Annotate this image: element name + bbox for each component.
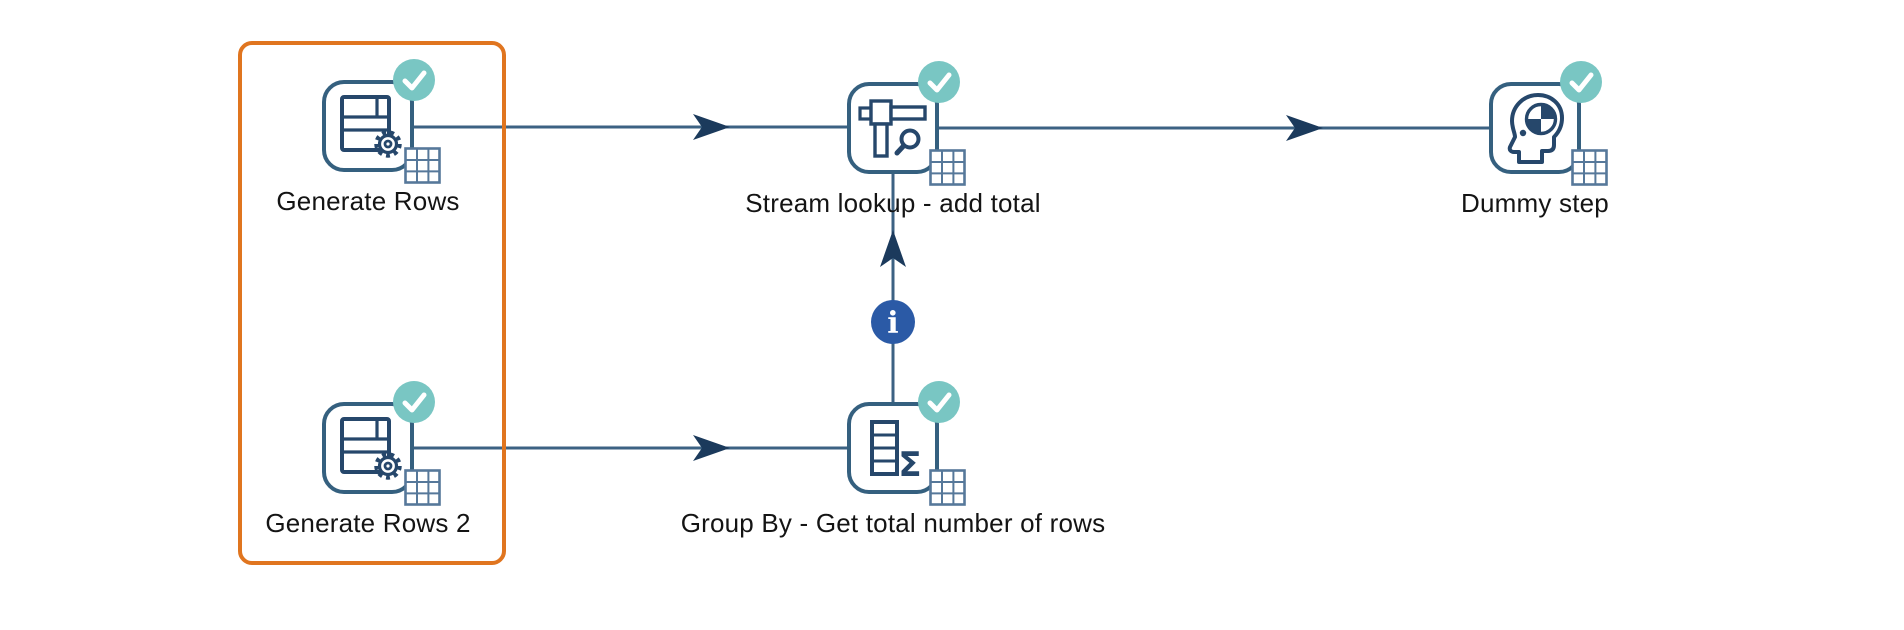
hop-arrowhead [1286, 115, 1323, 141]
step-generate-rows[interactable]: Generate Rows [276, 59, 459, 216]
step-group-by[interactable]: Σ Group By - Get total number of rows [681, 381, 1105, 538]
hop-generate-rows-to-stream-lookup[interactable] [413, 114, 847, 140]
sigma-glyph: Σ [898, 445, 921, 485]
step-generate-rows-2[interactable]: Generate Rows 2 [265, 381, 470, 538]
data-grid-icon[interactable] [929, 149, 966, 186]
status-ok-icon [393, 59, 435, 101]
info-hop-group-by-to-stream-lookup[interactable] [880, 174, 906, 402]
hop-generate-rows-2-to-group-by[interactable] [413, 435, 847, 461]
eye-dot-glyph [1519, 129, 1527, 137]
data-grid-icon[interactable] [1571, 149, 1608, 186]
gear-icon [374, 130, 402, 158]
dummy-icon [1489, 82, 1581, 174]
step-dummy[interactable]: Dummy step [1461, 61, 1609, 218]
status-ok-icon [918, 61, 960, 103]
hop-arrowhead [693, 435, 730, 461]
info-hop-icon[interactable]: i [870, 299, 916, 345]
data-grid-icon[interactable] [404, 469, 441, 506]
status-ok-icon [1560, 61, 1602, 103]
status-ok-icon [393, 381, 435, 423]
generate-rows-icon [322, 402, 414, 494]
pie-chart-glyph [1524, 102, 1558, 136]
svg-text:i: i [887, 306, 898, 341]
data-grid-icon[interactable] [404, 147, 441, 184]
hop-arrowhead [693, 114, 730, 140]
magnifier-icon [894, 128, 921, 156]
step-label: Stream lookup - add total [745, 188, 1041, 218]
head-profile-glyph [1507, 93, 1564, 164]
step-label: Generate Rows [276, 186, 460, 216]
data-grid-icon[interactable] [929, 469, 966, 506]
step-label: Group By - Get total number of rows [680, 508, 1106, 538]
status-ok-icon [918, 381, 960, 423]
group-by-icon: Σ [847, 402, 939, 494]
hop-stream-lookup-to-dummy-step[interactable] [939, 115, 1489, 141]
stream-lookup-icon [847, 82, 939, 174]
selection-rectangle [238, 41, 506, 565]
step-label: Dummy step [1461, 188, 1609, 218]
step-stream-lookup[interactable]: Stream lookup - add total [745, 61, 1041, 218]
step-label: Generate Rows 2 [265, 508, 471, 538]
generate-rows-icon [322, 80, 414, 172]
gear-icon [374, 452, 402, 480]
hop-arrowhead [880, 230, 906, 267]
